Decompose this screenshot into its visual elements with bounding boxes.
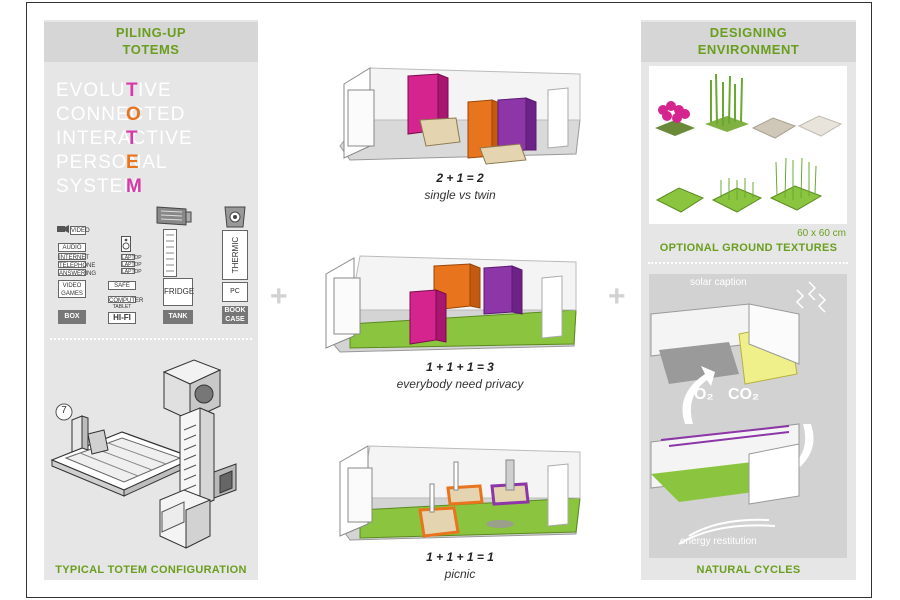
ground-textures [649,66,847,224]
totem4-pc: PC [222,282,248,302]
right-panel-title: DESIGNING ENVIRONMENT [641,22,856,62]
totem1-audio: AUDIO [58,243,86,252]
left-panel-title: PILING-UP TOTEMS [44,22,258,62]
left-title-line1: PILING-UP [115,25,187,40]
totem2-safe: SAFE [108,281,136,290]
totem2-hifi: HI-FI [108,312,136,324]
totem-configuration-drawing [50,359,237,549]
plus-right: + [608,280,626,313]
totem2-tablet: TABLET [112,304,132,310]
totem1-video: VIDEO [70,226,90,235]
texture-bamboo [705,73,749,132]
totem1-footer: BOX [58,310,86,324]
o2-label: O₂ [694,386,714,403]
cycle-arrows [682,366,814,482]
plus-left: + [270,280,288,313]
texture-concrete [797,115,843,137]
totem3-fridge: FRIDGE [163,278,194,306]
acronym-letter-e: E [126,152,139,173]
energy-arcs [678,518,776,545]
scene3-equation: 1 + 1 + 1 = 1 [426,550,494,564]
right-title-line2: ENVIRONMENT [697,42,800,57]
ladder-icon [163,229,177,277]
totem2-laptop-1: LAPTOP [121,254,142,261]
acronym-letter-t1: T [126,80,138,101]
texture-stone [751,117,797,139]
scene2-equation: 1 + 1 + 1 = 3 [426,360,494,374]
step-marker-circle [55,403,73,421]
texture-size: 60 x 60 cm [797,228,846,239]
co2-label: CO₂ [728,386,760,403]
texture-short-grass [655,187,705,213]
sun-rays-icon [795,281,827,313]
totem2-laptop-2: LAPTOP [121,261,142,268]
scene-single-vs-twin [339,67,581,165]
bottom-module [650,423,800,505]
tall-totem [159,359,237,549]
camera-icon [57,225,69,233]
left-caption: TYPICAL TOTEM CONFIGURATION [55,564,247,576]
small-totem [71,415,109,455]
scene2-caption: everybody need privacy [396,377,524,391]
right-title-line1: DESIGNING [709,25,788,40]
speaker-icon [121,236,131,252]
fan-unit-icon [156,206,192,226]
texture-flowers [655,101,695,136]
acronym-letter-m: M [126,176,142,197]
totem3-footer: TANK [163,310,193,324]
energy-label: energy restitution [680,536,757,547]
totem4-thermic-body: THERMIC [222,230,248,280]
left-divider [50,338,252,340]
totem4-footer: BOOK CASE [222,306,248,324]
right-divider [648,262,848,264]
acronym-letter-t2: T [126,128,138,149]
scene3-caption: picnic [444,567,476,581]
boiler-icon [224,206,246,228]
texture-caption: OPTIONAL GROUND TEXTURES [659,242,838,254]
acronym-line-interactive: INTERACTIVE [56,128,193,149]
texture-medium-grass [711,178,763,213]
scene1-caption: single vs twin [424,188,496,202]
scene-everybody-need-privacy [325,255,577,353]
totem1-answering: ANSWERING [58,269,97,277]
left-title-line2: TOTEMS [122,42,180,57]
totem4-thermic: THERMIC [231,236,240,274]
scene1-equation: 2 + 1 = 2 [436,171,484,185]
natural-cycles-diagram [649,274,847,558]
totem1-internet: INTERNET [58,253,89,261]
totem2-computer: COMPUTER [108,296,144,304]
acronym-line-evolutive: EVOLUTIVE [56,80,172,101]
acronym-line-connected: CONNECTED [56,104,186,125]
totem1-telephone: TELEPHONE [58,261,96,269]
top-module [650,303,800,385]
right-caption: NATURAL CYCLES [696,564,801,576]
texture-tall-grass [769,157,823,211]
scene-picnic [339,445,581,541]
acronym-line-personal: PERSONAL [56,152,168,173]
step-number: 7 [61,405,67,416]
acronym-line-system: SYSTEM [56,176,141,197]
solar-label: solar caption [690,277,747,288]
totem2-laptop-3: LAPTOP [121,268,142,275]
acronym-letter-o: O [126,104,141,125]
totem1-video-games: VIDEO GAMES [58,280,86,298]
